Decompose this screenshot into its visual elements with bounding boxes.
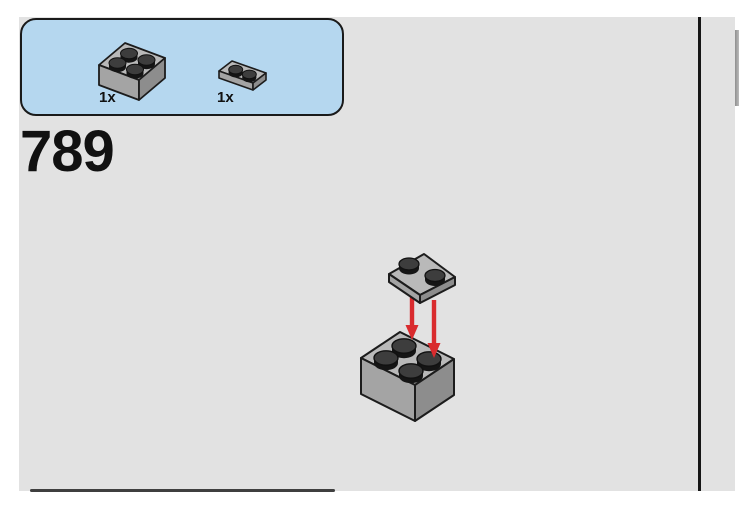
part-quantity-label: 1x — [217, 89, 234, 106]
page-divider-line — [698, 17, 701, 491]
placement-arrows — [405, 293, 441, 358]
next-page-sliver — [701, 17, 735, 491]
plate-1x2-piece — [388, 253, 456, 304]
part-quantity-label: 1x — [99, 89, 116, 106]
part-brick-2x2-icon — [98, 42, 166, 101]
assembly-diagram — [360, 253, 456, 422]
part-plate-1x2-icon — [218, 60, 267, 91]
parts-callout: 1x 1x — [20, 18, 344, 116]
brick-2x2-piece — [360, 331, 455, 422]
placement-arrow-left — [405, 293, 419, 340]
next-page-edge-shadow — [735, 30, 739, 106]
page-canvas: 1x 1x 789 — [19, 17, 698, 492]
step-number: 789 — [20, 119, 115, 184]
placement-arrow-right — [427, 300, 441, 358]
next-callout-top-edge — [30, 489, 335, 492]
